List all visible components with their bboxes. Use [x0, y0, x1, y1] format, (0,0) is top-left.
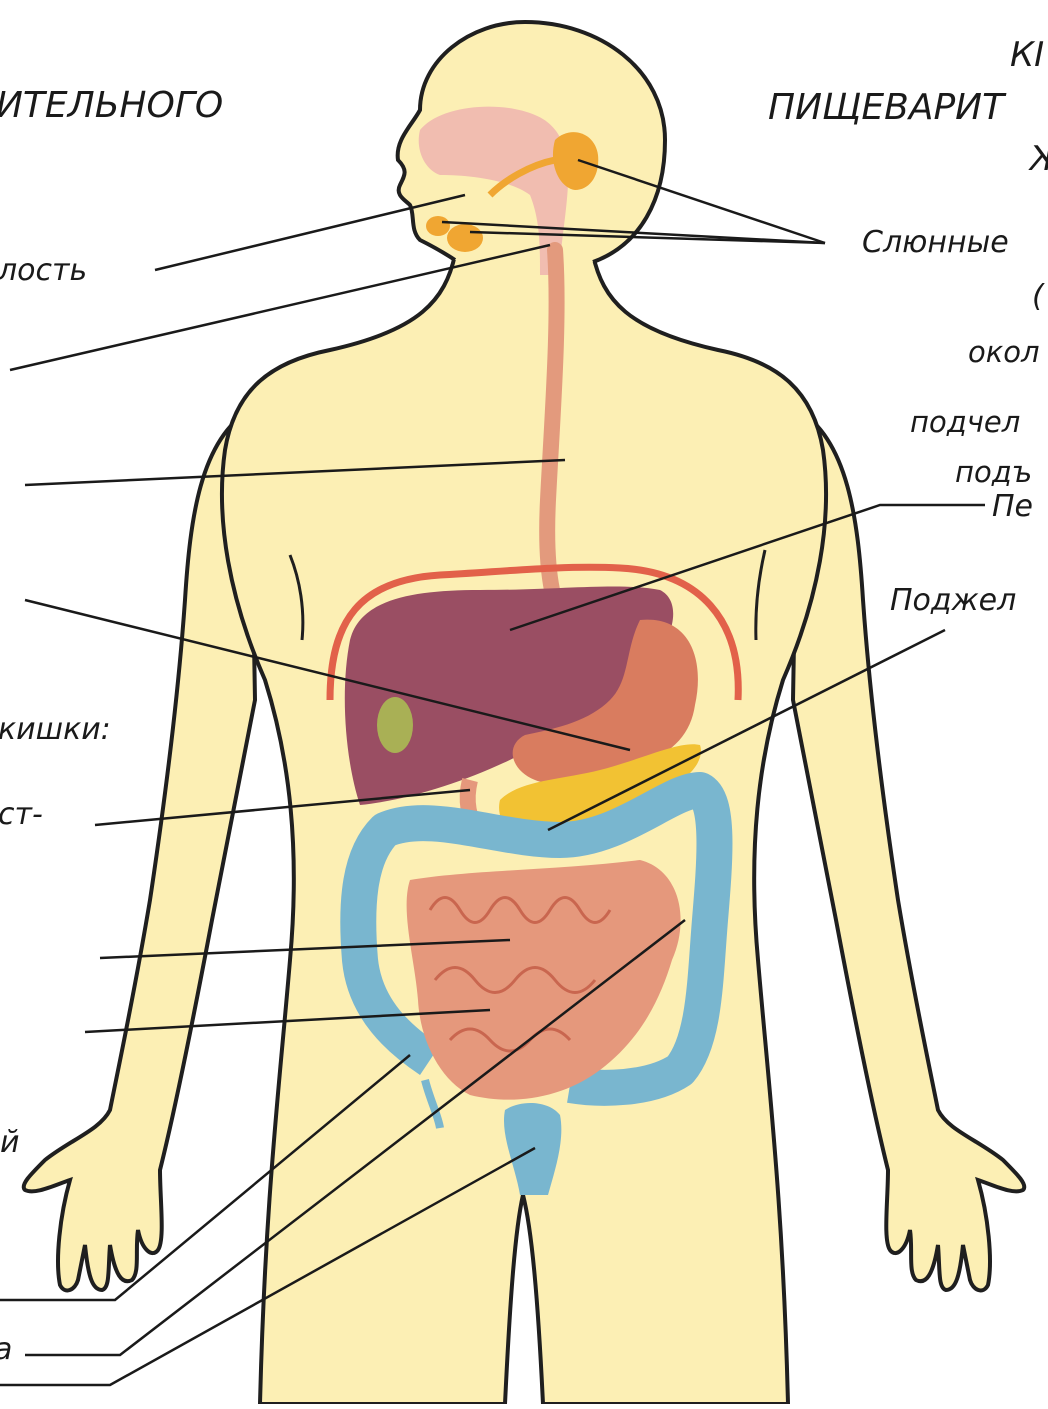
esophagus [547, 250, 556, 590]
title-right-line-1: КІ [1010, 38, 1044, 72]
label-salivary-glands: Слюнные [862, 228, 1009, 258]
label-duodenum: ст- [0, 800, 43, 830]
label-oral-cavity: лость [0, 256, 87, 286]
right-arm [793, 410, 1024, 1290]
label-pancreas: Поджел [890, 586, 1016, 616]
label-submandibular: подчел [910, 408, 1020, 437]
sublingual-gland [426, 216, 450, 236]
label-parotid: окол [968, 338, 1040, 367]
label-intestine-header: кишки: [0, 715, 111, 745]
label-left-bottom-2: а [0, 1335, 12, 1365]
left-arm [24, 410, 255, 1290]
label-liver: Пе [992, 492, 1033, 522]
title-left: ИТЕЛЬНОГО [0, 88, 223, 124]
gallbladder [377, 697, 413, 753]
label-sublingual: подъ [955, 458, 1032, 487]
label-left-bottom-1: й [0, 1128, 20, 1158]
submandibular-gland [447, 224, 483, 252]
title-right-line-3: Ж [1030, 142, 1048, 176]
title-right-line-2: ПИЩЕВАРИТ [768, 90, 1004, 126]
label-salivary-paren: ( [1032, 282, 1044, 312]
